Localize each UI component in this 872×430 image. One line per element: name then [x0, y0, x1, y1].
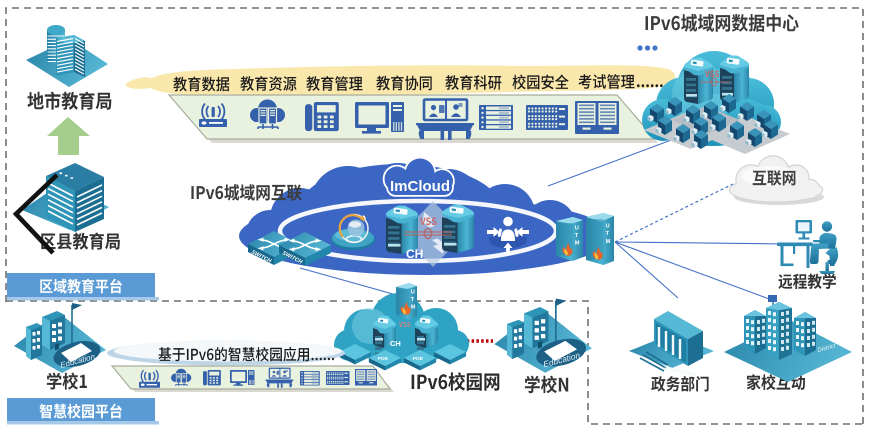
svg-text:POE: POE	[378, 356, 389, 362]
svg-text:T: T	[606, 231, 610, 237]
svg-text:U: U	[606, 224, 610, 230]
svg-text:M: M	[575, 241, 580, 247]
svg-text:U: U	[411, 289, 415, 295]
svg-text:M: M	[411, 305, 416, 311]
svg-text:District: District	[817, 343, 837, 354]
svg-text:ImCloud: ImCloud	[390, 178, 450, 195]
svg-text:CH: CH	[406, 247, 423, 261]
svg-text:CH: CH	[390, 339, 401, 348]
svg-text:M: M	[606, 239, 611, 245]
svg-text:U: U	[575, 225, 579, 231]
svg-text:T: T	[575, 233, 579, 239]
svg-text:POE: POE	[413, 356, 424, 362]
svg-text:T: T	[411, 297, 415, 303]
